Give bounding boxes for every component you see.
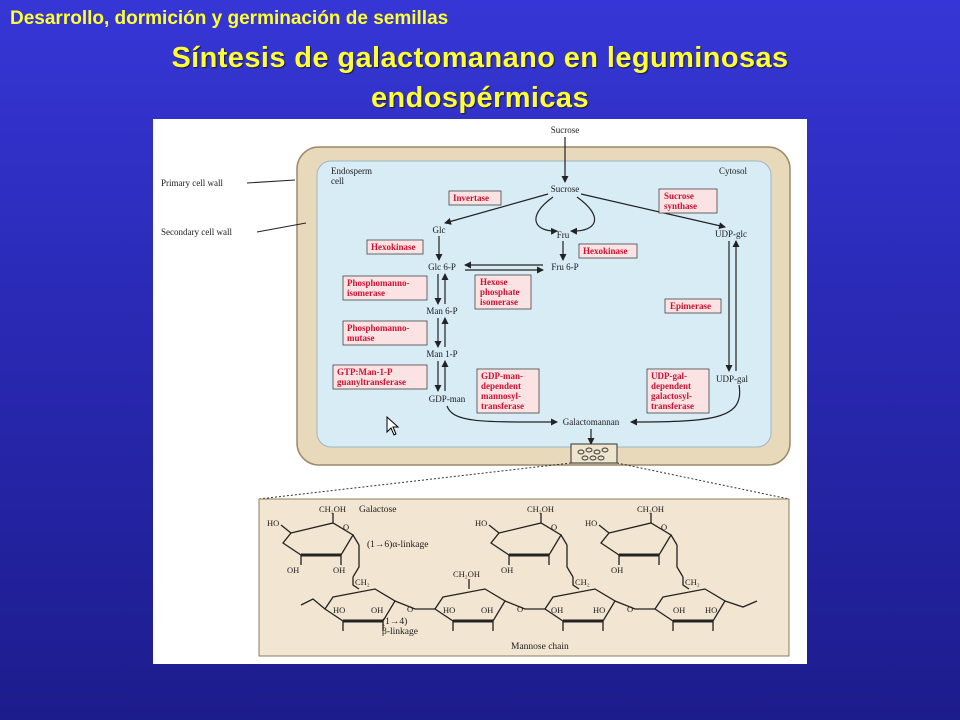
svg-text:mannosyl-: mannosyl- <box>481 391 521 401</box>
svg-text:UDP-gal-: UDP-gal- <box>651 371 687 381</box>
epimerase-box: Epimerase <box>664 298 722 314</box>
svg-text:O: O <box>407 604 413 614</box>
cytosol-label: Cytosol <box>719 166 748 176</box>
course-title: Desarrollo, dormición y germinación de s… <box>10 8 449 29</box>
svg-text:synthase: synthase <box>664 201 697 211</box>
phosphomanno-mutase-box: Phosphomanno- mutase <box>342 320 428 346</box>
svg-text:OH: OH <box>481 605 493 615</box>
svg-text:O: O <box>551 522 557 532</box>
svg-text:OH: OH <box>371 605 383 615</box>
slide-title-line-2: endospérmicas <box>371 82 589 114</box>
svg-text:Hexokinase: Hexokinase <box>371 242 416 252</box>
slide-title: Síntesis de galactomanano en leguminosas… <box>0 38 960 118</box>
endosperm-label: Endosperm <box>331 166 372 176</box>
phosphomanno-isomerase-box: Phosphomanno- isomerase <box>342 275 428 301</box>
svg-text:OH: OH <box>501 565 513 575</box>
svg-text:HO: HO <box>593 605 605 615</box>
pathway-diagram: Primary cell wall Secondary cell wall En… <box>161 125 791 657</box>
gdp-man: GDP-man <box>429 394 466 404</box>
invertase-box: Invertase <box>448 190 502 206</box>
sucrose: Sucrose <box>551 184 580 194</box>
svg-text:HO: HO <box>267 518 279 528</box>
sucrose-external: Sucrose <box>551 125 580 135</box>
svg-text:phosphate: phosphate <box>480 287 520 297</box>
svg-text:CH₂OH: CH₂OH <box>637 504 664 514</box>
svg-text:mutase: mutase <box>347 333 375 343</box>
man-6-p: Man 6-P <box>426 306 457 316</box>
svg-text:HO: HO <box>705 605 717 615</box>
svg-text:Sucrose: Sucrose <box>664 191 694 201</box>
svg-text:galactosyl-: galactosyl- <box>651 391 692 401</box>
udp-gal-dependent-transferase-box: UDP-gal- dependent galactosyl- transfera… <box>646 368 710 414</box>
svg-text:transferase: transferase <box>651 401 694 411</box>
svg-text:Phosphomanno-: Phosphomanno- <box>347 323 410 333</box>
svg-text:OH: OH <box>287 565 299 575</box>
hexose-phosphate-isomerase-box: Hexose phosphate isomerase <box>474 274 532 310</box>
svg-text:O: O <box>343 522 349 532</box>
svg-text:CH₂OH: CH₂OH <box>453 569 480 579</box>
svg-text:HO: HO <box>585 518 597 528</box>
svg-text:HO: HO <box>443 605 455 615</box>
svg-text:HO: HO <box>475 518 487 528</box>
svg-text:O: O <box>661 522 667 532</box>
svg-text:Hexokinase: Hexokinase <box>583 246 628 256</box>
man-1-p: Man 1-P <box>426 349 457 359</box>
galactose-label: Galactose <box>359 505 396 515</box>
glc-6-p: Glc 6-P <box>428 262 456 272</box>
beta-linkage-label-1: (1→4) <box>382 616 407 627</box>
gdp-man-dependent-transferase-box: GDP-man- dependent mannosyl- transferase <box>476 368 540 414</box>
sucrose-synthase-box: Sucrose synthase <box>658 188 718 214</box>
svg-text:Phosphomanno-: Phosphomanno- <box>347 278 410 288</box>
svg-text:dependent: dependent <box>481 381 521 391</box>
svg-text:Epimerase: Epimerase <box>670 301 711 311</box>
svg-text:transferase: transferase <box>481 401 524 411</box>
galactomannan-structure-panel <box>258 498 790 657</box>
hexokinase-left-box: Hexokinase <box>366 239 424 255</box>
alpha-linkage-label: (1→6)α-linkage <box>367 539 428 550</box>
svg-text:OH: OH <box>673 605 685 615</box>
hexokinase-right-box: Hexokinase <box>578 243 638 259</box>
udp-glc: UDP-glc <box>715 229 747 239</box>
fru: Fru <box>557 230 570 240</box>
primary-wall-label: Primary cell wall <box>161 178 223 188</box>
svg-text:CH₂OH: CH₂OH <box>527 504 554 514</box>
svg-text:CH₂: CH₂ <box>685 577 700 587</box>
fru-6-p: Fru 6-P <box>551 262 578 272</box>
galactose-ring-atoms: CH₂OH HO O OH OH CH₂OH HO O OH CH₂OH HO … <box>267 504 667 575</box>
svg-text:OH: OH <box>551 605 563 615</box>
svg-text:dependent: dependent <box>651 381 691 391</box>
svg-text:HO: HO <box>333 605 345 615</box>
wall-deposit-box <box>570 443 618 464</box>
galactomannan: Galactomannan <box>563 417 620 427</box>
gtp-man-1-p-guanyltransferase-box: GTP:Man-1-P guanyltransferase <box>332 364 428 390</box>
mouse-pointer-icon <box>386 416 400 436</box>
svg-text:isomerase: isomerase <box>347 288 385 298</box>
svg-text:O: O <box>517 604 523 614</box>
svg-text:OH: OH <box>333 565 345 575</box>
endosperm-cell-label: cell <box>331 176 344 186</box>
svg-text:GDP-man-: GDP-man- <box>481 371 523 381</box>
glc: Glc <box>433 225 446 235</box>
svg-text:isomerase: isomerase <box>480 297 518 307</box>
svg-text:guanyltransferase: guanyltransferase <box>337 377 406 387</box>
svg-text:GTP:Man-1-P: GTP:Man-1-P <box>337 367 393 377</box>
mannose-ring-atoms: CH₂ CH₂OH CH₂ CH₂ HO OH HO OH OH HO OH H… <box>333 569 717 615</box>
svg-text:CH₂: CH₂ <box>355 577 370 587</box>
galactomannan-synthesis-figure: Primary cell wall Secondary cell wall En… <box>153 119 807 664</box>
svg-text:Hexose: Hexose <box>480 277 508 287</box>
mannose-chain-label: Mannose chain <box>511 642 569 652</box>
svg-text:OH: OH <box>611 565 623 575</box>
udp-gal: UDP-gal <box>716 374 748 384</box>
svg-text:CH₂OH: CH₂OH <box>319 504 346 514</box>
secondary-wall-label: Secondary cell wall <box>161 227 232 237</box>
svg-text:O: O <box>627 604 633 614</box>
svg-text:Invertase: Invertase <box>453 193 489 203</box>
beta-linkage-label-2: β-linkage <box>382 627 418 637</box>
slide-title-line-1: Síntesis de galactomanano en leguminosas <box>171 42 789 74</box>
svg-text:CH₂: CH₂ <box>575 577 590 587</box>
